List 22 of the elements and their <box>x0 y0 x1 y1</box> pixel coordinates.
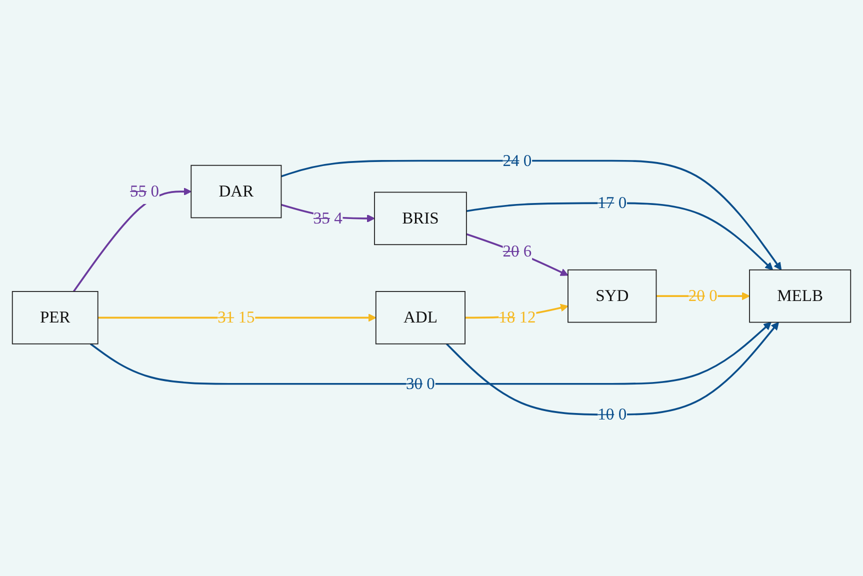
arrow <box>446 322 779 416</box>
arrow <box>90 322 772 386</box>
edge-label: 10 0 <box>598 405 627 424</box>
edge-label: 17 0 <box>598 194 627 212</box>
edge-label: 30 0 <box>406 374 435 393</box>
edge-label: 55 0 <box>130 182 159 201</box>
flow-network-diagram: 55 0 35 4 24 0 20 6 17 0 31 15 18 12 20 0 30 0 10 0 DAR BRIS PER ADL SYD MELB <box>5 141 858 435</box>
node-box <box>12 291 98 345</box>
edge-label: 31 15 <box>218 308 255 327</box>
edge-label: 18 12 <box>498 308 536 327</box>
edge-label: 24 0 <box>502 151 532 170</box>
edge-label: 20 6 <box>502 242 532 261</box>
arrow <box>466 234 568 276</box>
node-box <box>375 291 466 345</box>
edge-label: 20 0 <box>688 286 718 306</box>
node-box <box>190 165 282 218</box>
arrow <box>72 188 192 292</box>
node-box <box>374 192 467 246</box>
edge-label: 35 4 <box>313 209 342 228</box>
node-box <box>749 270 852 324</box>
arrow <box>466 202 774 271</box>
node-box <box>568 270 657 324</box>
